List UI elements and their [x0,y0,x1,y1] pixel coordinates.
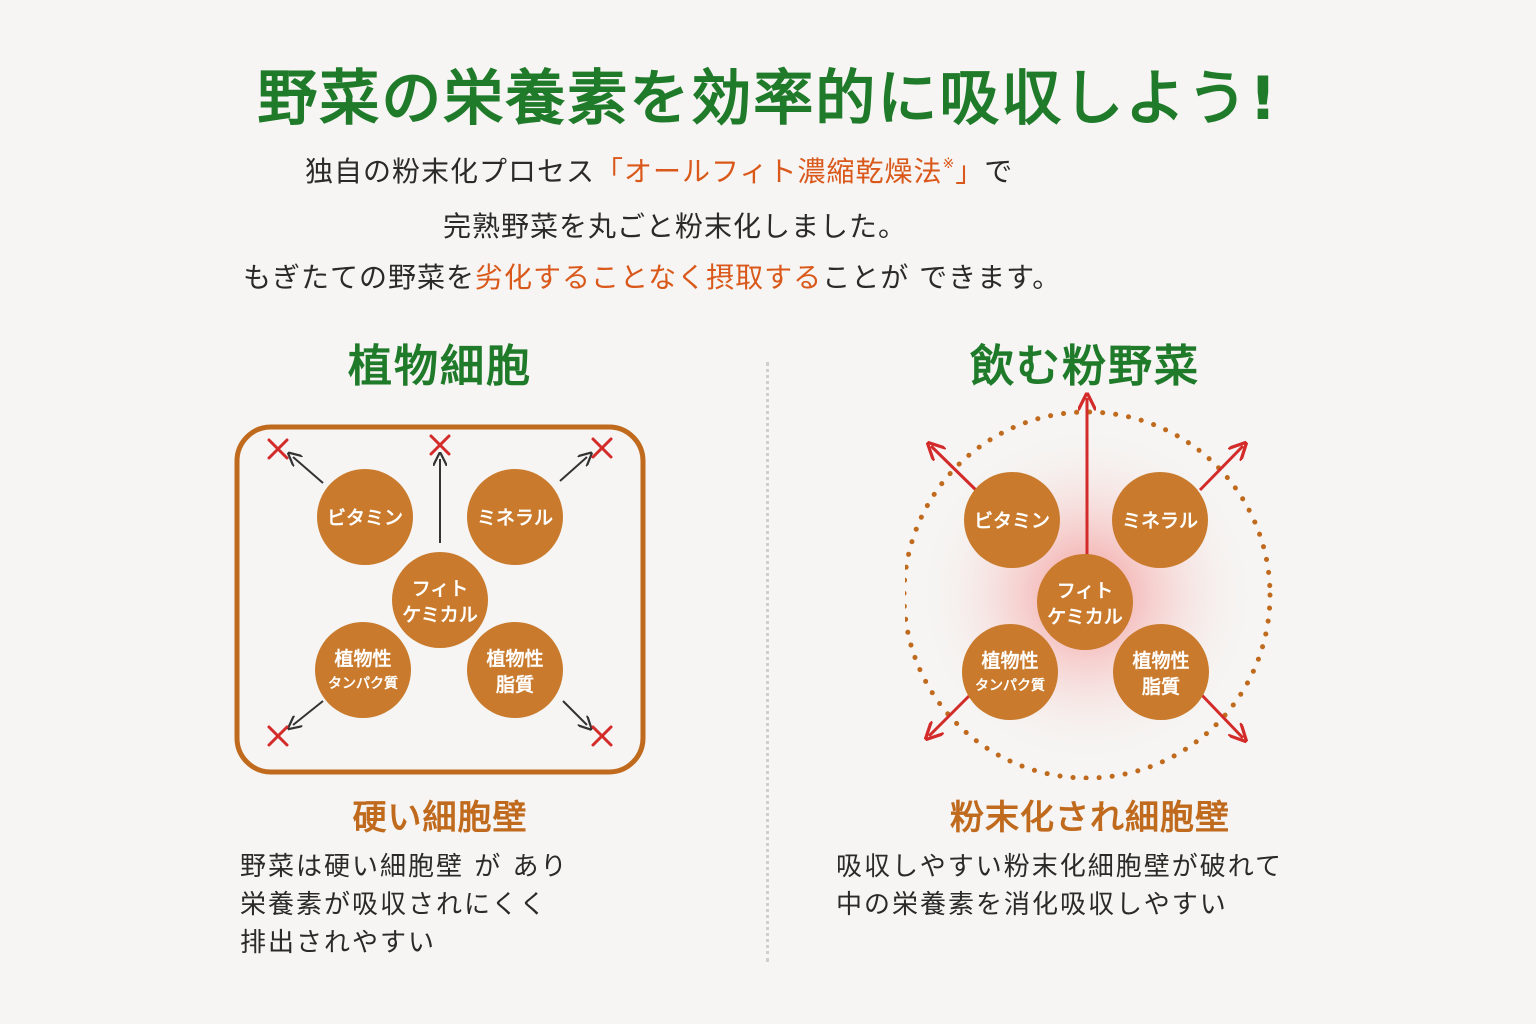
nutrient-mineral [1112,472,1208,568]
label-protein-1: 植物性 [981,649,1038,672]
arrow-icon [562,700,587,725]
nutrient-lipid [1113,624,1209,720]
intro-line-1-text: 独自の粉末化プロセス [305,155,596,188]
right-subtitle: 粉末化され細胞壁 [950,798,1230,838]
label-lipid-2: 脂質 [1142,675,1180,698]
intro-method-close: 」 [955,155,985,188]
nutrient-lipid [467,622,563,718]
nutrient-protein [315,622,411,718]
left-subtitle: 硬い細胞壁 [352,798,528,838]
cross-icon [591,437,613,459]
powder-cell-diagram: ビタミン ミネラル フィト ケミカル 植物性 タンパク質 植物性 脂質 [905,390,1273,780]
label-phyto-1: フィト [412,578,469,600]
label-vitamin: ビタミン [327,507,403,529]
right-desc-line-2: 中の栄養素を消化吸収しやすい [836,890,1228,920]
intro-highlight: 劣化することなく摂取する [475,261,823,294]
intro-line-1: 独自の粉末化プロセス「オールフィト濃縮乾燥法※」で [305,150,1013,190]
right-description: 吸収しやすい粉末化細胞壁が破れて 中の栄養素を消化吸収しやすい [836,848,1283,924]
center-divider [766,362,769,962]
label-mineral: ミネラル [1122,510,1198,532]
label-phyto-2: ケミカル [402,604,477,626]
label-phyto-2: ケミカル [1047,606,1122,628]
left-description: 野菜は硬い細胞壁 が あり 栄養素が吸収されにくく 排出されやすい [240,848,569,962]
label-mineral: ミネラル [477,507,553,529]
nutrient-vitamin [964,472,1060,568]
nutrient-protein [962,624,1058,720]
label-lipid-1: 植物性 [486,647,543,670]
cross-icon [429,434,451,456]
left-desc-line-3: 排出されやすい [240,928,437,958]
intro-line-1-end: で [984,155,1014,188]
intro-line-3-end: ことが できます。 [822,261,1062,294]
arrow-icon [293,457,324,484]
nutrient-vitamin [317,469,413,565]
broken-cell-wall [905,409,1273,780]
label-protein-2: タンパク質 [328,675,398,692]
cross-icon [267,438,289,460]
intro-line-3-text: もぎたての野菜を [243,261,476,294]
label-vitamin: ビタミン [974,510,1050,532]
label-phyto-1: フィト [1057,580,1114,602]
intro-note-mark: ※ [942,156,956,172]
label-lipid-2: 脂質 [496,673,534,696]
left-section-title: 植物細胞 [348,341,532,392]
left-desc-line-1: 野菜は硬い細胞壁 が あり [240,852,569,882]
arrow-icon [559,457,587,482]
nutrient-phytochemical [1037,554,1133,650]
right-section-title: 飲む粉野菜 [970,341,1200,392]
plant-cell-diagram: ビタミン ミネラル フィト ケミカル 植物性 タンパク質 植物性 脂質 [234,424,646,775]
page-title: 野菜の栄養素を効率的に吸収しよう! [257,64,1279,134]
left-desc-line-2: 栄養素が吸収されにくく [240,890,548,920]
arrow-icon [293,700,324,725]
arrow-icon [931,446,982,496]
nutrient-mineral [467,469,563,565]
arrow-icon [1195,688,1243,738]
label-protein-1: 植物性 [334,647,391,670]
cell-wall [234,424,646,775]
intro-line-2: 完熟野菜を丸ごと粉末化しました。 [443,210,908,243]
cross-icon [267,725,289,747]
arrow-icon [1198,446,1243,492]
right-desc-line-1: 吸収しやすい粉末化細胞壁が破れて [836,852,1283,882]
intro-line-3: もぎたての野菜を劣化することなく摂取することが できます。 [243,256,1061,296]
cross-icon [591,725,613,747]
arrow-icon [929,688,977,736]
nutrient-phytochemical [392,552,488,648]
intro-method-name: 「オールフィト濃縮乾燥法 [595,155,943,188]
label-lipid-1: 植物性 [1132,649,1189,672]
label-protein-2: タンパク質 [975,677,1045,694]
